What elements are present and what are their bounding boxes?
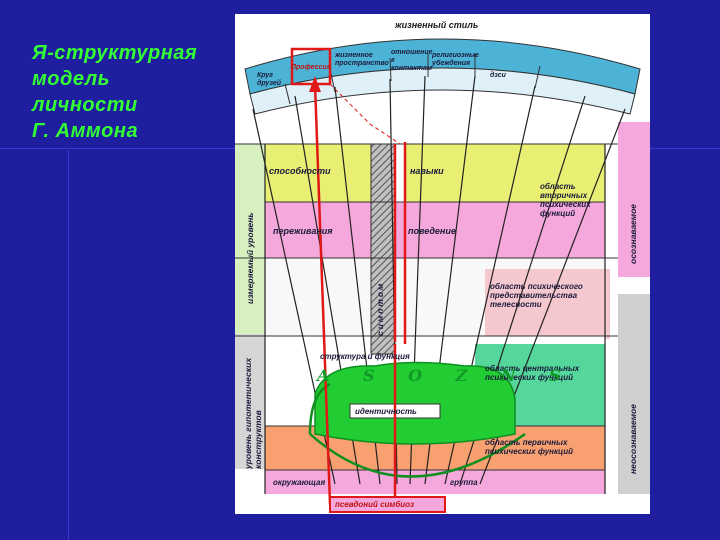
diagram-graphics [235,38,650,513]
arc-cell-dzsi: дзси [490,72,506,79]
label-identity: идентичность [355,407,417,416]
label-environment: окружающая [273,478,326,487]
label-behaviour: поведение [408,226,456,236]
identity-blob [314,361,516,445]
profession-box [290,47,332,86]
label-body-area: область психического представительства т… [490,282,583,309]
arc-cell-religion: религиозные убеждения [432,52,479,67]
arc-top-label: жизненный стиль [395,20,479,30]
label-structure-function: структура и функция [320,352,410,361]
label-skills: навыки [410,166,444,176]
slide-title-line: личности [32,94,138,116]
right-side-unconscious [618,294,650,494]
band-separators [235,143,618,471]
label-conscious: осознаваемое [628,204,638,264]
label-symptom: симптом [375,281,385,336]
arc-divider [534,65,541,89]
label-unconscious: неосознаваемое [628,404,638,474]
symptom-column [370,143,396,355]
arc-cell-contacts: отношение к контактам [391,49,433,72]
label-experiences: переживания [273,226,333,236]
red-arrows [290,47,407,505]
arc-cell-profession: Профессия [291,64,331,71]
arc-divider [284,83,291,105]
label-abilities: способности [269,166,331,176]
slide-title-line: Я-структурная [32,42,198,64]
label-secondary-area: область вторичных психических функций [540,182,591,218]
arc-cell-friends: Круг друзей [257,72,282,87]
arc-cells-band [249,67,636,115]
cell-behaviour [405,202,475,258]
right-side-conscious [618,122,650,277]
slide-title-line: Г. Аммона [32,120,139,142]
label-measurable: измеряемый уровень [245,212,255,304]
symbiosis-box [329,496,446,513]
ego-structure-diagram: жизненный стиль Круг друзей Профессия жи… [235,14,650,514]
arc-cell-life-space: жизненное пространство [335,52,389,67]
left-side-hypothetical [235,334,265,469]
label-primary-area: область первичных психических функций [485,438,573,456]
red-arrowhead [309,76,321,92]
arc-divider [389,57,392,82]
band-body [485,269,610,339]
label-symbiosis: псевдоний симбиоз [335,500,415,509]
slide-title-line: модель [32,68,111,90]
slide-title: Я-структурная модель личности Г. Аммона [32,40,232,144]
decor-vertical-line [68,150,69,540]
label-hypothetical: уровень гипотетических конструктов [243,357,263,469]
handwriting: A S O Z N S [317,366,575,385]
green-outline [309,432,526,478]
left-side-measurable [235,144,265,334]
label-central-area: область центральных психических функций [485,364,580,382]
dashed-arrow [329,83,401,145]
label-group: группа [450,478,478,487]
